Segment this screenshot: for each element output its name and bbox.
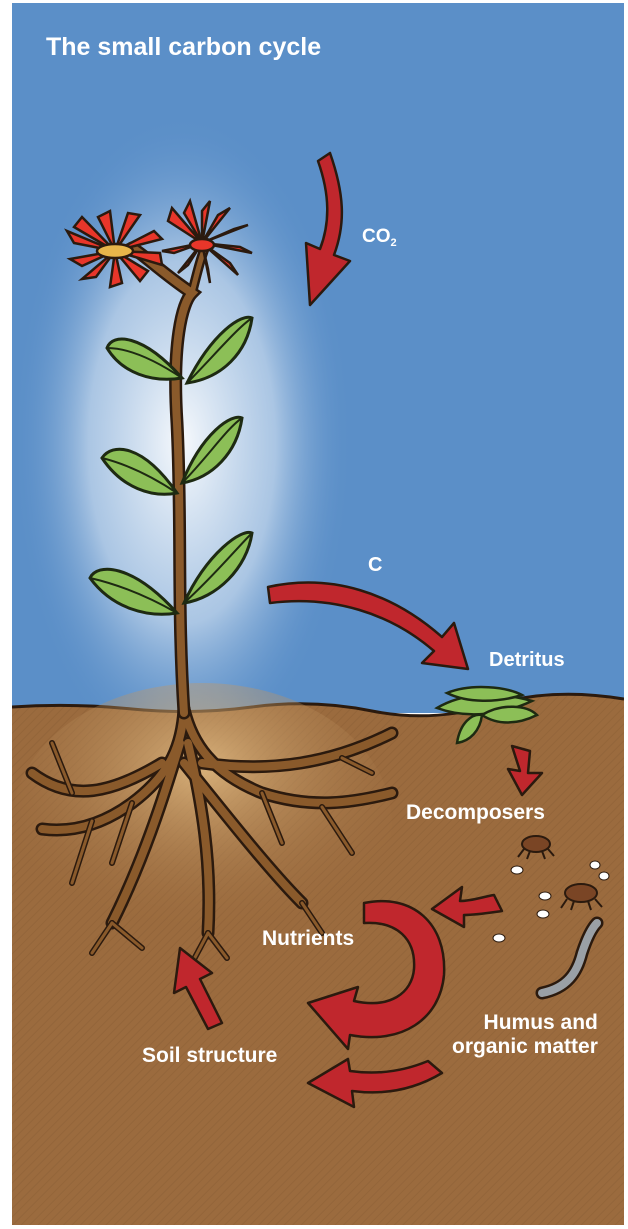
label-humus: Humus and organic matter	[452, 1011, 598, 1059]
label-co2-main: CO	[362, 226, 391, 247]
label-soil-structure: Soil structure	[142, 1044, 277, 1068]
diagram-title: The small carbon cycle	[46, 33, 321, 62]
label-decomposers: Decomposers	[406, 801, 545, 825]
label-co2: CO2	[362, 226, 397, 250]
label-humus-line2: organic matter	[452, 1035, 598, 1059]
label-humus-line1: Humus and	[452, 1011, 598, 1035]
label-co2-subscript: 2	[391, 237, 397, 249]
label-nutrients: Nutrients	[262, 927, 354, 951]
label-detritus: Detritus	[489, 649, 565, 672]
carbon-cycle-diagram: The small carbon cycle CO2 C Detritus De…	[12, 3, 624, 1225]
label-carbon: C	[368, 554, 382, 577]
